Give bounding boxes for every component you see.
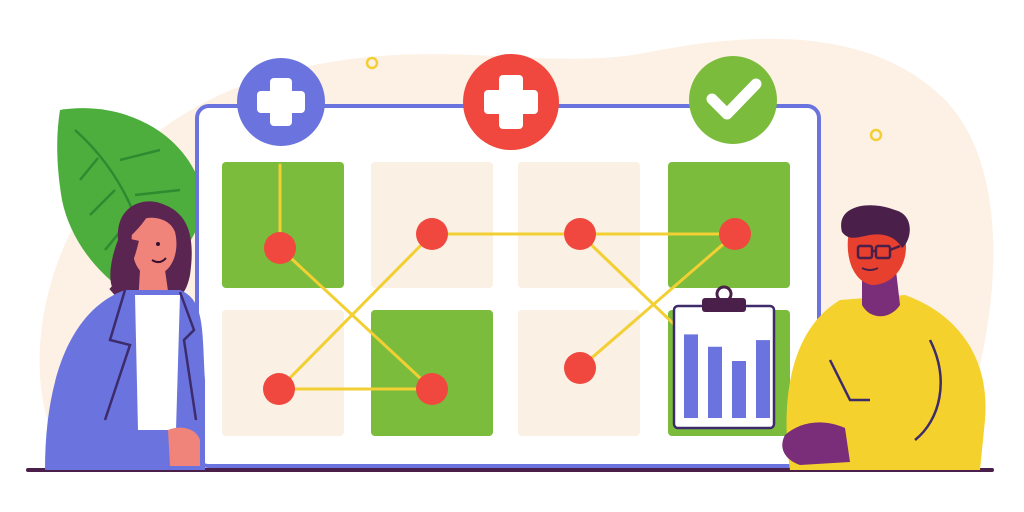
path-node — [264, 232, 296, 264]
plus-badge-red — [463, 54, 559, 150]
path-node — [564, 352, 596, 384]
checkmark-icon — [706, 78, 762, 120]
woman-figure — [45, 201, 205, 470]
path-node — [263, 373, 295, 405]
workflow-path — [277, 163, 737, 391]
path-node — [564, 218, 596, 250]
plus-icon — [257, 78, 305, 126]
board-tile-active — [222, 162, 344, 288]
clipboard-bar-chart — [684, 334, 770, 418]
clipboard-bar — [756, 340, 770, 418]
sparkle-dot — [365, 56, 379, 70]
workflow-nodes — [263, 218, 751, 405]
path-node — [719, 218, 751, 250]
clipboard-bar — [684, 334, 698, 418]
clipboard-bar — [732, 361, 746, 418]
sparkle-dot — [869, 128, 883, 142]
clipboard-report — [672, 285, 776, 430]
board-tile-idle — [222, 310, 344, 436]
plus-icon — [484, 75, 538, 129]
plus-badge-blue — [237, 58, 325, 146]
check-badge-green — [689, 56, 777, 144]
glasses-icon — [856, 244, 901, 260]
path-node — [416, 218, 448, 250]
man-figure — [782, 205, 986, 470]
path-node — [416, 373, 448, 405]
clipboard-bar — [708, 346, 722, 418]
